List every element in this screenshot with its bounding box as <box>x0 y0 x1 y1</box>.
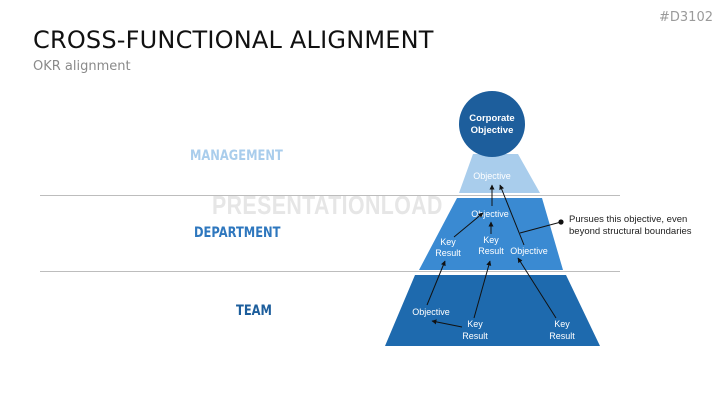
level-label-department: DEPARTMENT <box>194 225 281 241</box>
divider-department-team <box>40 271 620 272</box>
team-key-result-right-2: Result <box>549 331 575 341</box>
department-objective-right-label: Objective <box>510 246 548 256</box>
department-key-result-mid-1: Key <box>483 235 499 245</box>
annotation-line-2: beyond structural boundaries <box>569 226 692 237</box>
slide-subtitle: OKR alignment <box>33 59 131 74</box>
team-key-result-mid-2: Result <box>462 331 488 341</box>
divider-management-department <box>40 195 620 196</box>
arrow-team-keyresult-to-team-objective <box>431 319 463 328</box>
slide-title: CROSS-FUNCTIONAL ALIGNMENT <box>33 26 434 54</box>
department-key-result-mid-2: Result <box>478 246 504 256</box>
corporate-objective-circle <box>459 91 525 157</box>
team-objective-label: Objective <box>412 307 450 317</box>
annotation-line-1: Pursues this objective, even <box>569 214 688 225</box>
pyramid-tier-team <box>385 275 600 346</box>
slide-number: #D3102 <box>659 10 713 25</box>
level-label-management: MANAGEMENT <box>190 148 283 164</box>
arrow-dept-keyresult-left-to-objective <box>453 212 484 238</box>
department-objective-top-label: Objective <box>471 209 509 219</box>
corporate-objective-label-2: Objective <box>471 125 514 136</box>
corporate-objective-label-1: Corporate <box>469 113 514 124</box>
management-objective-label: Objective <box>473 171 511 181</box>
annotation-connector-line <box>519 221 562 234</box>
team-key-result-right-1: Key <box>554 319 570 329</box>
arrow-team-keyresult-right-to-dept-objective <box>517 257 557 319</box>
annotation-bullet-dot <box>558 219 564 225</box>
pyramid-tier-management <box>459 154 540 193</box>
arrow-team-objective-to-dept-keyresult <box>426 260 446 306</box>
annotation-note: Pursues this objective, even beyond stru… <box>569 214 719 238</box>
department-key-result-left-2: Result <box>435 248 461 258</box>
department-key-result-left-1: Key <box>440 237 456 247</box>
arrow-dept-objective-right-to-mgmt-objective <box>499 184 525 246</box>
arrow-team-keyresult-mid-to-dept-keyresult <box>473 260 492 319</box>
level-label-team: TEAM <box>236 303 272 319</box>
team-key-result-mid-1: Key <box>467 319 483 329</box>
